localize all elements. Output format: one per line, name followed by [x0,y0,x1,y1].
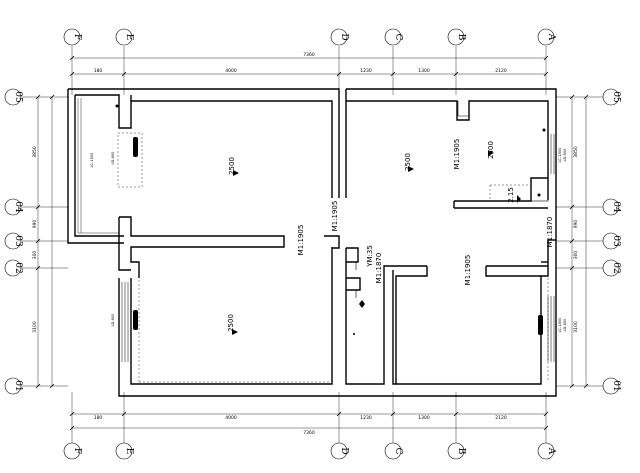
door-label-m1-kitchen: M1:1870 [375,253,383,284]
axis-label-left-04: 04 [13,201,23,213]
fixture-dot-icon [115,104,119,108]
dashed-outlines [117,132,549,383]
axis-label-top-e: E [124,34,134,41]
door-label-m1-east: M1:1905 [453,139,461,170]
window-label-south-1: LC-1500 [558,317,562,333]
axis-label-right-04: 04 [611,201,621,213]
height-kitchen: 2500 [404,153,412,171]
dim-right-3: 300 [573,251,579,260]
window-label-east-2: LD-600 [563,148,567,162]
dim-bottom-overall: 7360 [303,430,315,436]
dim-bottom-3: 1230 [360,415,372,421]
level-markers [232,150,521,335]
dim-top-3: 1230 [360,68,372,74]
door-label-ym: YM:35 [366,245,374,268]
window-label-north-1: LC-1500 [90,152,94,168]
dim-bottom-5: 2120 [495,415,507,421]
window-label-east-1: LC-1500 [558,147,562,163]
level-triangle-icon-4 [488,150,494,156]
level-triangle-icon-3 [408,166,414,172]
axis-bubbles [4,28,620,460]
axis-label-top-f: F [72,34,82,40]
door-swings [348,101,469,298]
axis-label-bottom-a: A [546,447,556,455]
dim-right-4: 3100 [573,321,579,333]
door-label-m1-north: M1:1905 [297,225,305,256]
dim-top-2: 4000 [225,68,237,74]
axis-label-left-02: 02 [13,262,23,273]
height-bedroom-east: 2400 [487,141,495,159]
axis-label-bottom-c: C [393,448,403,455]
axis-grid [22,46,605,443]
level-triangle-icon-5 [517,195,521,203]
door-label-m1-east-right: M1:1870 [546,217,554,248]
axis-label-top-c: C [393,34,403,41]
dim-bottom-2: 4000 [225,415,237,421]
axis-label-right-03: 03 [611,235,621,247]
door-label-m1-south: M1:1905 [464,255,472,286]
dim-bottom-1: 180 [94,415,103,421]
height-bathroom: 2.15 [507,187,515,203]
axis-label-top-a: A [546,33,556,41]
dim-left-1: 3850 [32,146,38,158]
axis-label-bottom-d: D [339,447,349,454]
axis-label-bottom-b: B [456,448,466,455]
fixture-dot-icon-2 [542,128,546,132]
dim-left-2: 990 [32,220,38,229]
dim-top-4: 1300 [418,68,430,74]
column-marker-icon [359,300,365,308]
axis-label-top-d: D [339,33,349,40]
window-label-north-2: LD-600 [111,151,115,165]
windows [118,134,555,362]
axis-label-bottom-e: E [124,448,134,455]
dim-left-3: 300 [32,251,38,260]
curtain-icon-north [133,137,138,157]
axis-label-top-b: B [456,34,466,41]
axis-label-left-03: 03 [13,235,23,247]
dim-right-2: 990 [573,220,579,229]
axis-label-right-01: 01 [611,380,621,391]
axis-label-right-05: 05 [611,91,621,103]
door-label-m1-corridor: M1:1905 [331,201,339,232]
bathroom-fixture-icon [530,177,549,202]
dimension-ticks [35,55,589,431]
axis-label-left-01: 01 [13,380,23,391]
dim-top-1: 180 [94,68,103,74]
axis-label-bottom-f: F [72,448,82,454]
dim-left-4: 3100 [32,321,38,333]
dim-bottom-4: 1300 [418,415,430,421]
dim-right-1: 3850 [573,146,579,158]
balcony-lines [77,98,119,234]
height-bedroom-south: 2500 [227,314,235,332]
curtain-icon-west [133,310,138,330]
drain-icon [537,193,541,197]
point-marker-icon [353,333,355,335]
axis-label-left-05: 05 [13,91,23,103]
axis-label-right-02: 02 [611,262,621,273]
curtain-symbols [133,137,543,335]
walls [67,88,557,397]
window-label-west: LD-600 [111,313,115,327]
level-triangle-icon-2 [232,329,238,335]
dim-top-overall: 7360 [303,52,315,58]
level-triangle-icon [233,170,239,176]
dim-top-5: 2120 [495,68,507,74]
height-bedroom-north: 2500 [228,157,236,175]
curtain-icon-east [538,315,543,335]
fixtures [115,104,549,335]
window-label-south-2: LD-600 [563,318,567,332]
